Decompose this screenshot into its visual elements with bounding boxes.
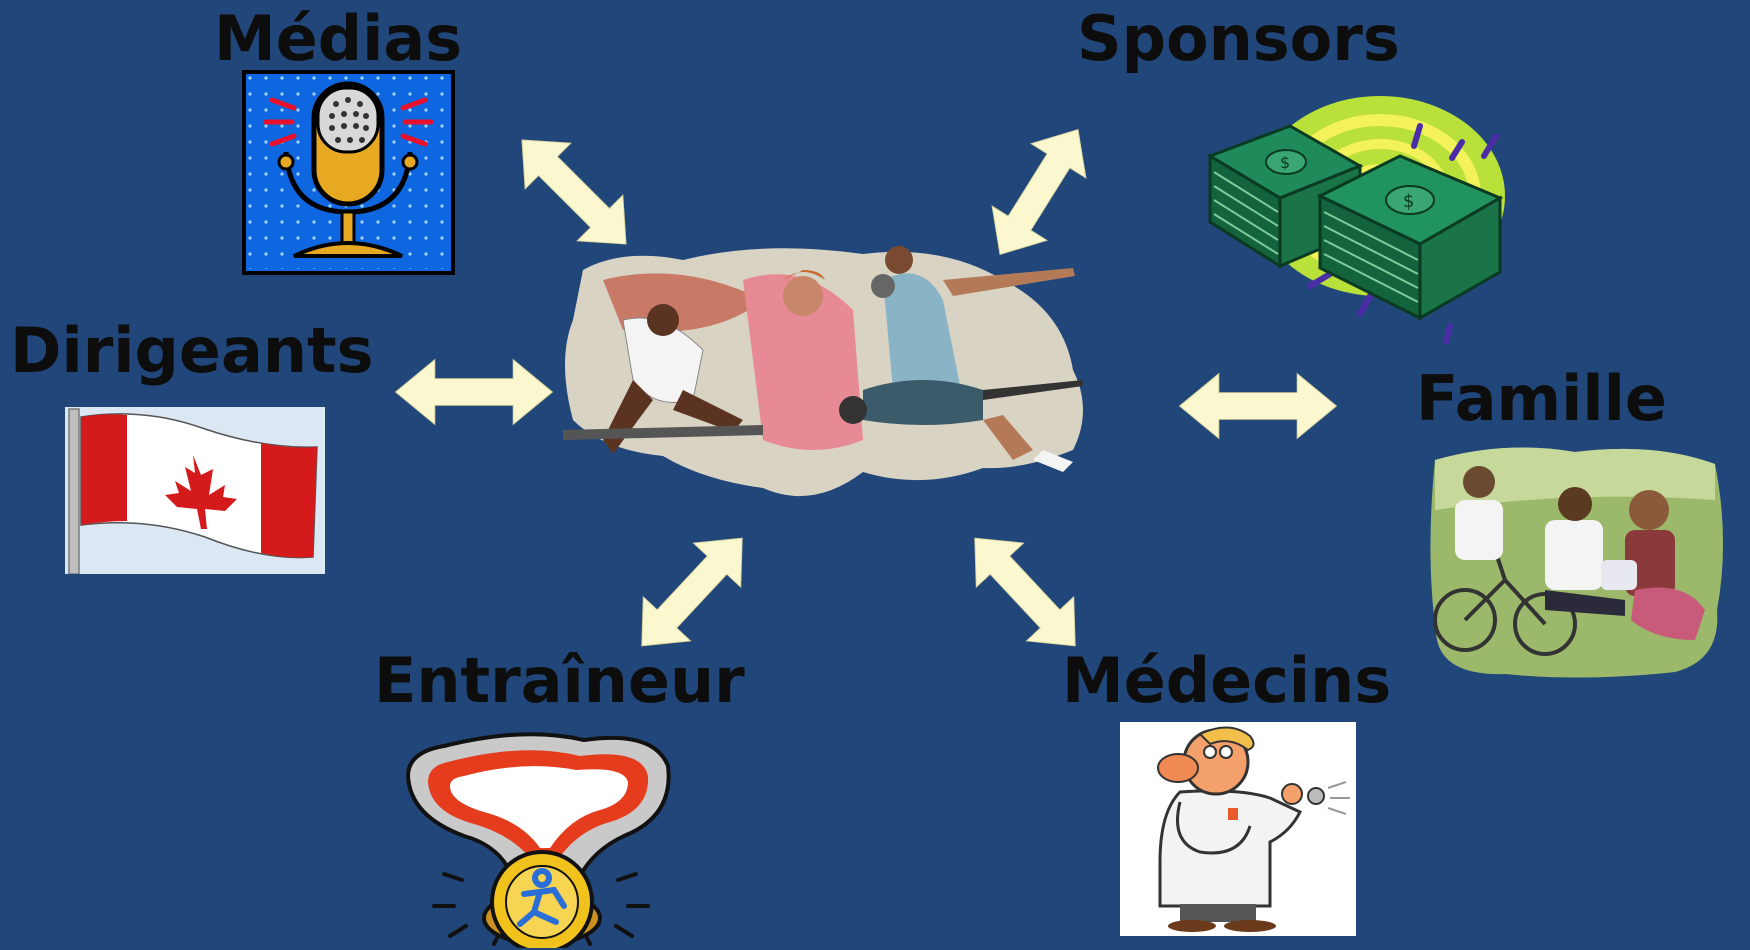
medal-icon [404,726,680,948]
label-medecins: Médecins [1062,644,1392,717]
athletes-collage-icon [563,240,1097,535]
label-entraineur: Entraîneur [374,644,745,717]
doctor-icon [1120,722,1356,936]
arrow-medecins [950,515,1100,669]
label-famille: Famille [1416,362,1667,435]
svg-text:$: $ [1280,153,1290,172]
family-photo-icon [1425,440,1730,680]
microphone-icon [242,70,455,275]
canada-flag-icon [65,407,325,574]
label-dirigeants: Dirigeants [10,314,374,387]
money-stack-icon: $ $ [1200,86,1520,351]
arrow-famille [1179,373,1337,439]
arrow-dirigeants [395,359,553,425]
svg-text:$: $ [1403,191,1414,212]
label-medias: Médias [214,2,463,75]
arrow-entraineur [617,515,767,669]
label-sponsors: Sponsors [1077,2,1400,75]
